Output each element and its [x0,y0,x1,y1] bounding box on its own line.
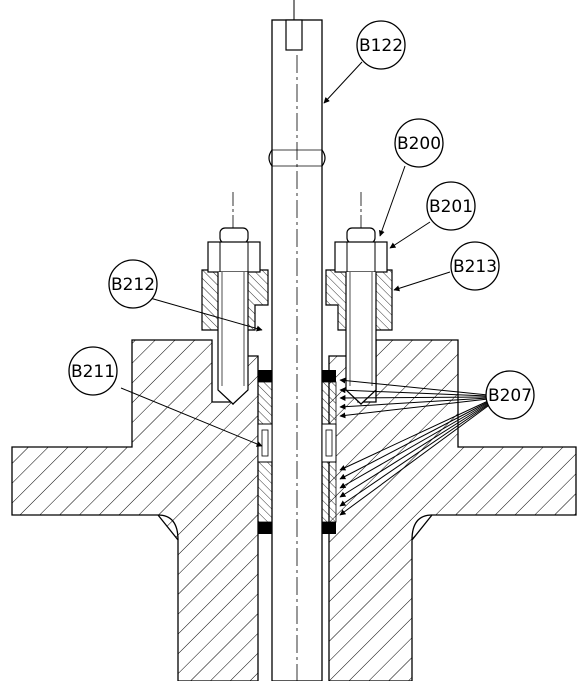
stud-right [334,192,388,405]
packing-stack-left [257,370,273,534]
balloon-b212-label: B212 [111,275,155,295]
stud-left [207,192,261,405]
balloon-b213: B213 [450,241,500,291]
balloon-b201-label: B201 [429,197,473,217]
balloon-b213-label: B213 [453,257,497,277]
leader-lines [120,61,489,516]
balloon-b122: B122 [356,20,406,70]
balloon-b200-label: B200 [397,134,441,154]
balloon-b201: B201 [426,181,476,231]
balloon-b207: B207 [485,370,535,420]
balloon-b212: B212 [108,259,158,309]
packing-stack-right [321,370,337,534]
balloon-b200: B200 [394,118,444,168]
b207-leaders [339,377,489,516]
balloon-b211-label: B211 [71,362,115,382]
shaft [268,0,326,681]
balloon-b122-label: B122 [359,36,403,56]
balloon-b207-label: B207 [488,386,532,406]
balloon-b211: B211 [68,346,118,396]
